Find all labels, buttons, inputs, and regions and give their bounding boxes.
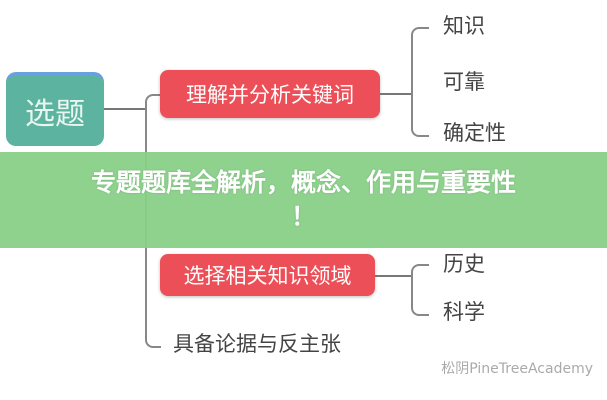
connector (380, 93, 411, 95)
watermark: 松阴PineTreeAcademy (441, 361, 593, 377)
leaf-knowledge: 知识 (443, 14, 485, 38)
bracket-keywords (411, 27, 429, 137)
banner-title: 专题题库全解析，概念、作用与重要性 (90, 168, 516, 197)
branch-label: 理解并分析关键词 (186, 83, 354, 107)
branch-node-fields: 选择相关知识领域 (160, 254, 375, 296)
bracket-fields (411, 264, 429, 316)
banner-title-end: ！ (290, 202, 316, 231)
leaf-science: 科学 (443, 300, 485, 324)
connector (375, 275, 411, 277)
connector (104, 108, 146, 110)
branch-label: 选择相关知识领域 (183, 264, 352, 288)
leaf-history: 历史 (443, 252, 485, 276)
branch-evidence: 具备论据与反主张 (173, 332, 341, 356)
leaf-reliable: 可靠 (443, 70, 485, 94)
title-banner: 专题题库全解析，概念、作用与重要性 ！ (0, 152, 607, 248)
branch-node-keywords: 理解并分析关键词 (160, 70, 380, 118)
leaf-certainty: 确定性 (443, 121, 506, 145)
root-node: 选题 (6, 72, 104, 146)
root-label: 选题 (25, 97, 85, 132)
